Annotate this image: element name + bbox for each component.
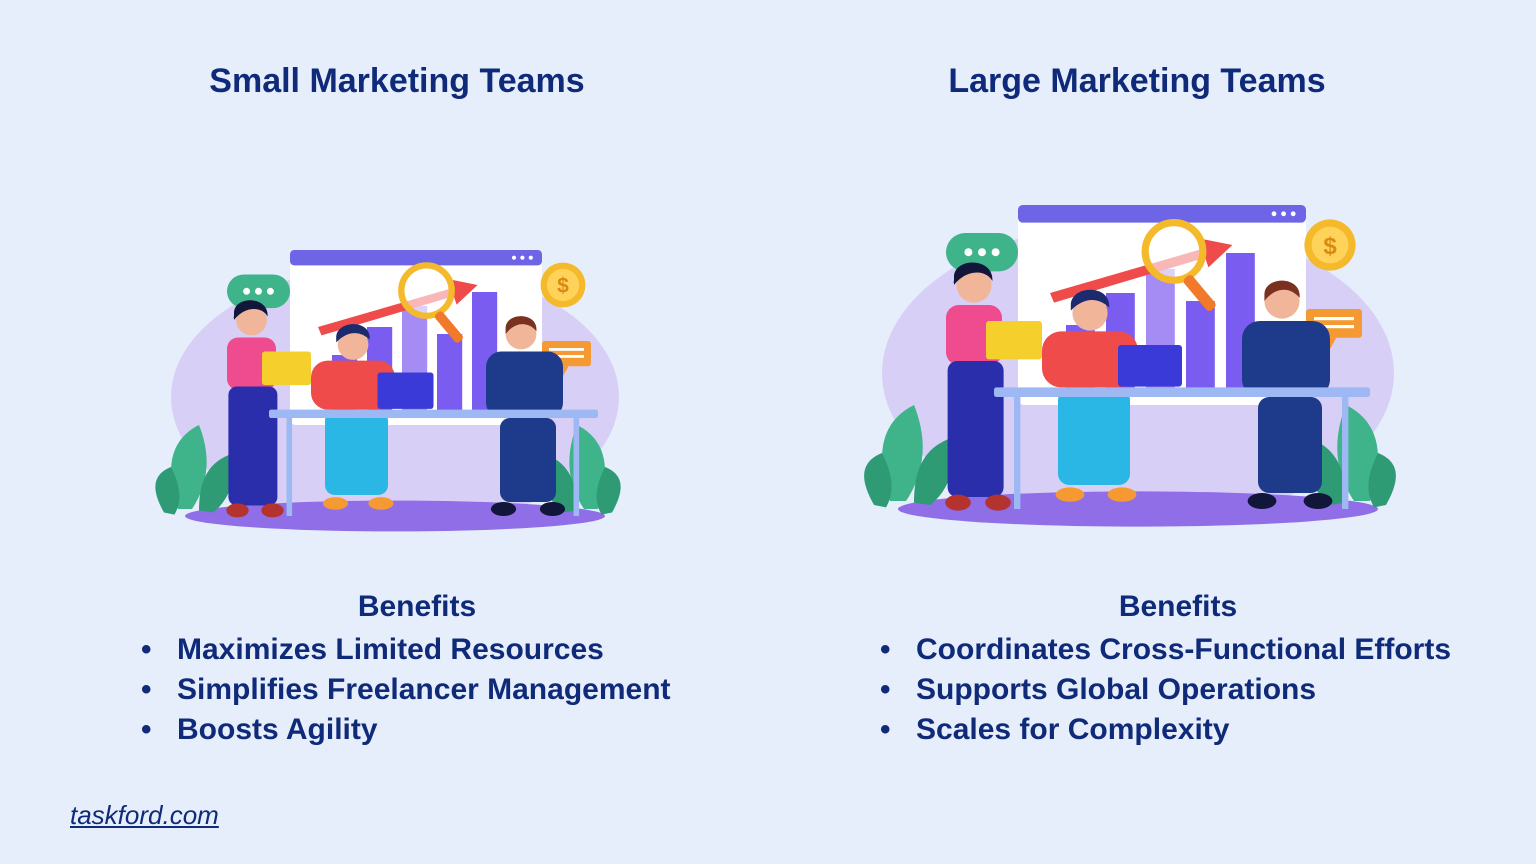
svg-text:$: $ (1323, 233, 1337, 260)
taskford-link[interactable]: taskford.com (70, 800, 219, 830)
desk (269, 409, 598, 516)
large-team-illustration: $ (864, 205, 1396, 527)
list-item: •Scales for Complexity (880, 710, 1451, 750)
coin-icon: $ (1304, 219, 1356, 271)
coin-icon: $ (540, 262, 586, 308)
suit-man-figure (1242, 280, 1333, 509)
list-item: •Boosts Agility (141, 710, 671, 750)
woman-figure (945, 262, 1042, 511)
svg-text:$: $ (557, 275, 569, 298)
large-benefits-heading: Benefits (1118, 590, 1238, 623)
bullet-icon: • (141, 713, 152, 746)
bullet-icon: • (880, 713, 891, 746)
desk (994, 387, 1370, 509)
bullet-icon: • (880, 673, 891, 706)
woman-figure (226, 300, 311, 518)
small-teams-title: Small Marketing Teams (209, 62, 585, 100)
list-item: •Coordinates Cross-Functional Efforts (880, 630, 1451, 670)
list-item: •Supports Global Operations (880, 670, 1451, 710)
seated-man-figure (1042, 289, 1182, 502)
list-item: •Simplifies Freelancer Management (141, 670, 671, 710)
bullet-icon: • (141, 673, 152, 706)
large-benefits-list: •Coordinates Cross-Functional Efforts •S… (880, 630, 1451, 750)
magnifier-icon (398, 262, 463, 343)
team-meeting-scene: $ (155, 250, 621, 532)
small-benefits-heading: Benefits (357, 590, 477, 623)
suit-man-figure (486, 316, 566, 516)
plant-left (864, 405, 955, 508)
large-teams-title: Large Marketing Teams (948, 62, 1326, 100)
bullet-icon: • (880, 633, 891, 666)
seated-man-figure (311, 324, 434, 510)
small-team-illustration: $ (155, 250, 621, 532)
team-meeting-scene: $ (864, 205, 1396, 527)
bullet-icon: • (141, 633, 152, 666)
laptop-icon (1118, 345, 1182, 387)
small-benefits-list: •Maximizes Limited Resources •Simplifies… (141, 630, 671, 750)
magnifier-icon (1141, 219, 1216, 311)
laptop-icon (986, 321, 1042, 360)
laptop-icon (262, 351, 311, 386)
list-item: •Maximizes Limited Resources (141, 630, 671, 670)
laptop-icon (377, 372, 434, 409)
plant-left (155, 425, 235, 515)
